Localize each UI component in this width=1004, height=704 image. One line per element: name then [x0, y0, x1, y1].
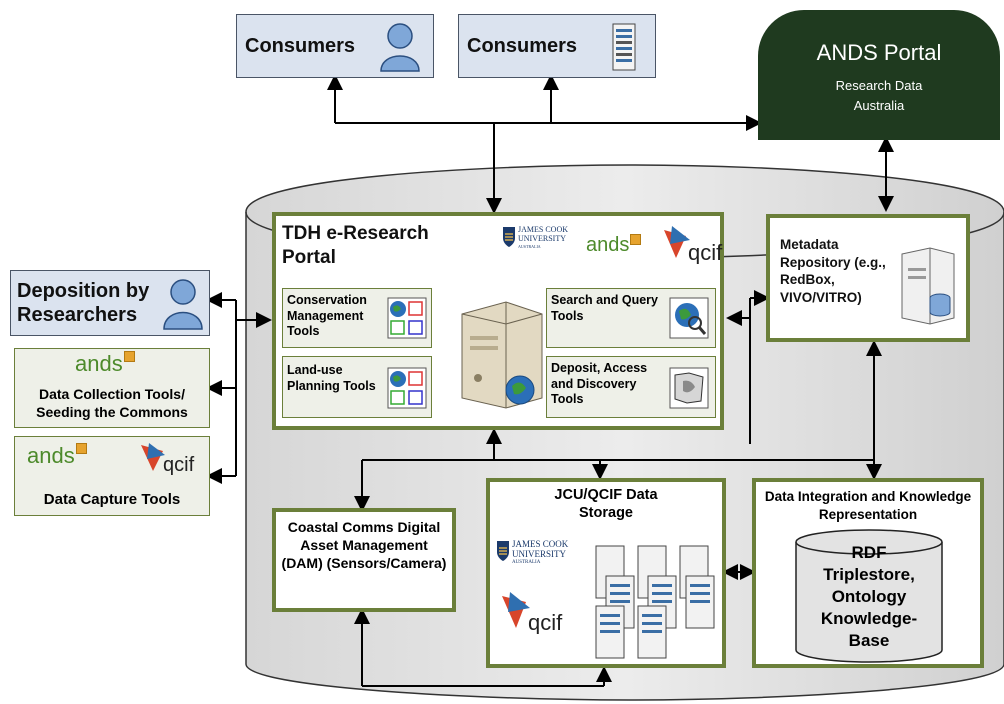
tool-land-use[interactable]: Land-use Planning Tools: [282, 356, 432, 418]
svg-text:qcif: qcif: [688, 240, 723, 264]
tool-search-query[interactable]: Search and Query Tools: [546, 288, 716, 348]
server-icon: [461, 301, 543, 409]
tool-label: Conservation Management Tools: [287, 293, 367, 339]
data-storage-box: JCU/QCIF Data Storage JAMES COOK UNIVERS…: [486, 478, 726, 668]
data-integration-box: Data Integration and Knowledge Represent…: [752, 478, 984, 668]
person-icon: [380, 23, 420, 72]
qcif-mark-icon: qcif: [141, 443, 195, 476]
ands-logo: ands: [586, 234, 642, 257]
server-rack-icon: [612, 23, 636, 71]
ands-portal-title: ANDS Portal: [816, 40, 942, 65]
map-icon: [669, 367, 709, 409]
consumers-label: Consumers: [245, 35, 356, 57]
tdh-portal-box: TDH e-Research Portal JAMES COOK UNIVERS…: [272, 212, 724, 430]
data-integration-label: Data Integration and Knowledge Represent…: [764, 489, 972, 522]
database-server-icon: [901, 247, 955, 325]
jcu-crest-icon: [497, 541, 509, 561]
coastal-comms-dam-box: Coastal Comms Digital Asset Management (…: [272, 508, 456, 612]
ands-portal-box: ANDS Portal Research Data Australia: [758, 10, 1000, 140]
tool-label: Search and Query Tools: [551, 293, 658, 323]
tool-conservation[interactable]: Conservation Management Tools: [282, 288, 432, 348]
metadata-repository-label: Metadata Repository (e.g., RedBox, VIVO/…: [780, 237, 886, 305]
globe-search-icon: [669, 297, 709, 339]
consumers-label: Consumers: [467, 35, 578, 57]
server-racks-icon: [595, 545, 715, 659]
consumers-box-people: Consumers: [236, 14, 434, 78]
globe-grid-icon: [387, 297, 427, 339]
coastal-comms-label: Coastal Comms Digital Asset Management (…: [281, 519, 447, 572]
consumers-box-systems: Consumers: [458, 14, 656, 78]
tool-label: Deposit, Access and Discovery Tools: [551, 361, 648, 407]
data-capture-box: ands qcif Data Capture Tools: [14, 436, 210, 516]
data-collection-label: Data Collection Tools/ Seeding the Commo…: [36, 386, 188, 421]
tool-deposit-access-discovery[interactable]: Deposit, Access and Discovery Tools: [546, 356, 716, 418]
ands-logo: ands: [75, 351, 135, 377]
ands-logo: ands: [27, 443, 87, 469]
tdh-portal-title: TDH e-Research Portal: [282, 223, 429, 268]
triplestore-cylinder: [795, 529, 943, 663]
deposition-box: Deposition by Researchers: [10, 270, 210, 336]
triplestore-label: RDF Triplestore, Ontology Knowledge-Base: [820, 543, 918, 651]
qcif-text: qcif: [163, 454, 195, 475]
data-collection-box: ands Data Collection Tools/ Seeding the …: [14, 348, 210, 428]
jcu-crest-icon: [503, 227, 515, 247]
qcif-mark-icon: qcif: [502, 592, 563, 635]
metadata-repository-box: Metadata Repository (e.g., RedBox, VIVO/…: [766, 214, 970, 342]
data-storage-label: JCU/QCIF Data Storage: [554, 487, 658, 522]
svg-text:qcif: qcif: [528, 610, 563, 634]
qcif-logo: qcif: [139, 441, 199, 480]
ands-portal-subtitle: Research Data Australia: [835, 78, 923, 113]
person-icon: [163, 279, 203, 330]
tool-label: Land-use Planning Tools: [287, 363, 376, 393]
qcif-logo: qcif: [500, 590, 564, 639]
qcif-logo: qcif: [662, 224, 724, 269]
qcif-mark-icon: qcif: [664, 226, 723, 265]
deposition-label: Deposition by Researchers: [17, 280, 150, 326]
globe-grid-icon: [387, 367, 427, 409]
data-capture-label: Data Capture Tools: [43, 491, 181, 508]
